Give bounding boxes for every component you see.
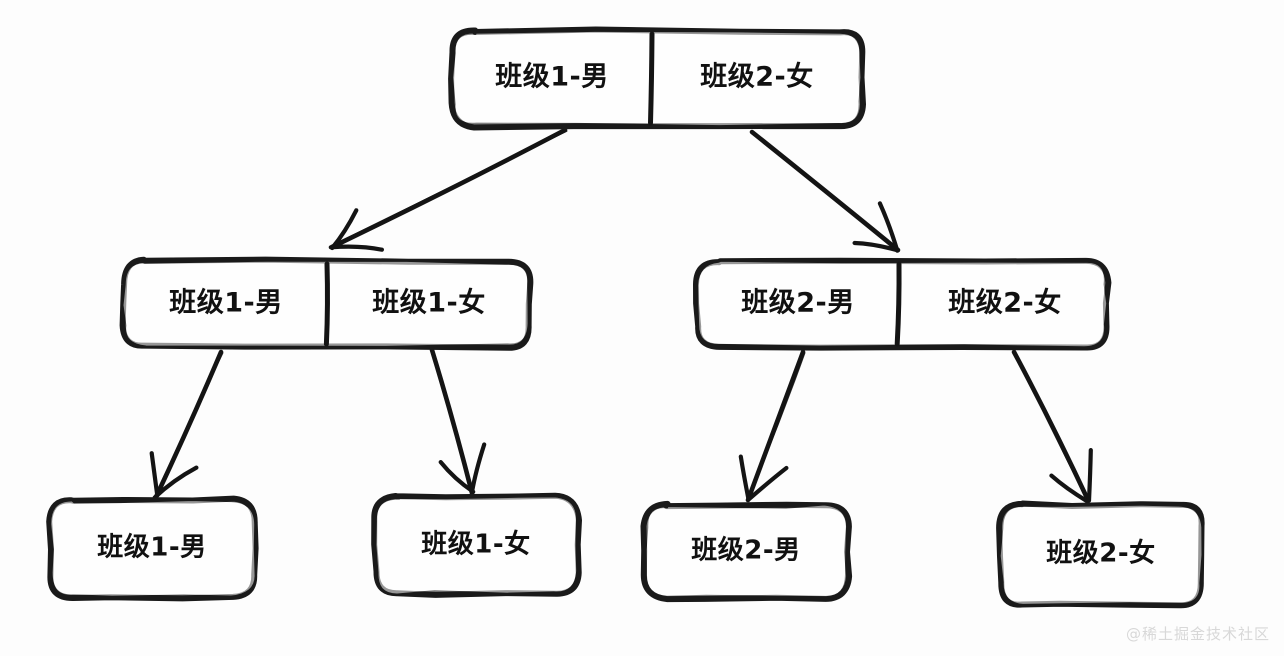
edge-root-to-mid-right — [749, 129, 901, 253]
edge-mid-right-to-leaf-3 — [738, 349, 806, 503]
node-cell-divider — [323, 261, 330, 347]
watermark: @稀土掘金技术社区 — [1125, 625, 1270, 643]
arrow-head-barb — [438, 460, 476, 494]
arrow-head-barb — [1049, 473, 1090, 504]
edge-mid-left-to-leaf-1 — [149, 349, 224, 500]
edge-shaft-overstroke — [1014, 352, 1089, 501]
node-cell-label: 班级1-男 — [169, 287, 283, 319]
node-outline-overstroke — [450, 29, 863, 128]
edge-shaft-overstroke — [746, 352, 806, 501]
node-leaf-2[interactable]: 班级1-女 — [371, 492, 582, 598]
node-leaf-1[interactable]: 班级1-男 — [46, 495, 259, 602]
node-cell[interactable]: 班级1-男 — [495, 61, 609, 93]
arrow-head-barb — [1086, 448, 1093, 503]
node-cell[interactable]: 班级2-男 — [741, 287, 855, 319]
node-outline-overstroke — [695, 259, 1109, 349]
node-cell[interactable]: 班级1-女 — [372, 287, 486, 319]
node-cell-label: 班级2-女 — [1046, 538, 1155, 569]
node-cell-label: 班级1-男 — [97, 532, 206, 563]
edge-shaft-overstroke — [432, 350, 473, 494]
edge-mid-left-to-leaf-2 — [429, 347, 487, 496]
node-cell[interactable]: 班级2-女 — [700, 61, 814, 93]
node-outline-overstroke — [374, 495, 579, 596]
arrow-head-barb — [852, 240, 900, 253]
node-cell-label: 班级1-女 — [372, 287, 486, 319]
node-cell-label: 班级2-女 — [700, 61, 814, 93]
node-cell[interactable]: 班级1-男 — [169, 287, 283, 319]
edge-shaft-overstroke — [154, 352, 224, 498]
node-cell-label: 班级1-女 — [421, 529, 530, 560]
edge-mid-right-to-leaf-4 — [1011, 349, 1093, 504]
node-cell[interactable]: 班级2-女 — [1046, 538, 1155, 569]
arrow-head-barb — [877, 201, 900, 253]
arrow-head-barb — [469, 442, 487, 494]
node-cell-label: 班级1-男 — [495, 61, 609, 93]
node-outline-overstroke — [998, 503, 1204, 607]
nodes-layer: 班级1-男班级2-女班级1-男班级1-女班级2-男班级2-女班级1-男班级1-女… — [46, 26, 1205, 609]
edge-shaft-overstroke — [330, 130, 568, 248]
node-leaf-4[interactable]: 班级2-女 — [996, 500, 1205, 609]
node-mid-right[interactable]: 班级2-男 班级2-女 — [693, 257, 1112, 351]
node-root[interactable]: 班级1-男 班级2-女 — [448, 26, 866, 131]
node-cell-label: 班级2-男 — [741, 287, 855, 319]
node-mid-left[interactable]: 班级1-男 班级1-女 — [119, 256, 534, 351]
node-cell-label: 班级2-男 — [691, 535, 800, 566]
edge-root-to-mid-left — [328, 127, 568, 252]
node-cell-label: 班级2-女 — [948, 287, 1062, 319]
node-outline-overstroke — [644, 503, 849, 599]
edge-shaft-overstroke — [752, 132, 899, 251]
node-cell[interactable]: 班级1-女 — [421, 529, 530, 560]
arrow-head-barb — [738, 454, 751, 501]
node-leaf-3[interactable]: 班级2-男 — [640, 500, 853, 603]
node-cell[interactable]: 班级2-男 — [691, 535, 800, 566]
node-outline-overstroke — [48, 498, 257, 598]
arrow-head-barb — [149, 451, 160, 498]
arrow-head-barb — [746, 465, 789, 502]
node-cell-divider — [894, 261, 902, 347]
edges-layer — [149, 127, 1093, 504]
arrow-head-barb — [152, 465, 199, 500]
node-cell[interactable]: 班级2-女 — [948, 287, 1062, 319]
node-cell-divider — [648, 31, 655, 126]
node-cell[interactable]: 班级1-男 — [97, 532, 206, 563]
arrow-head-barb — [328, 244, 384, 252]
